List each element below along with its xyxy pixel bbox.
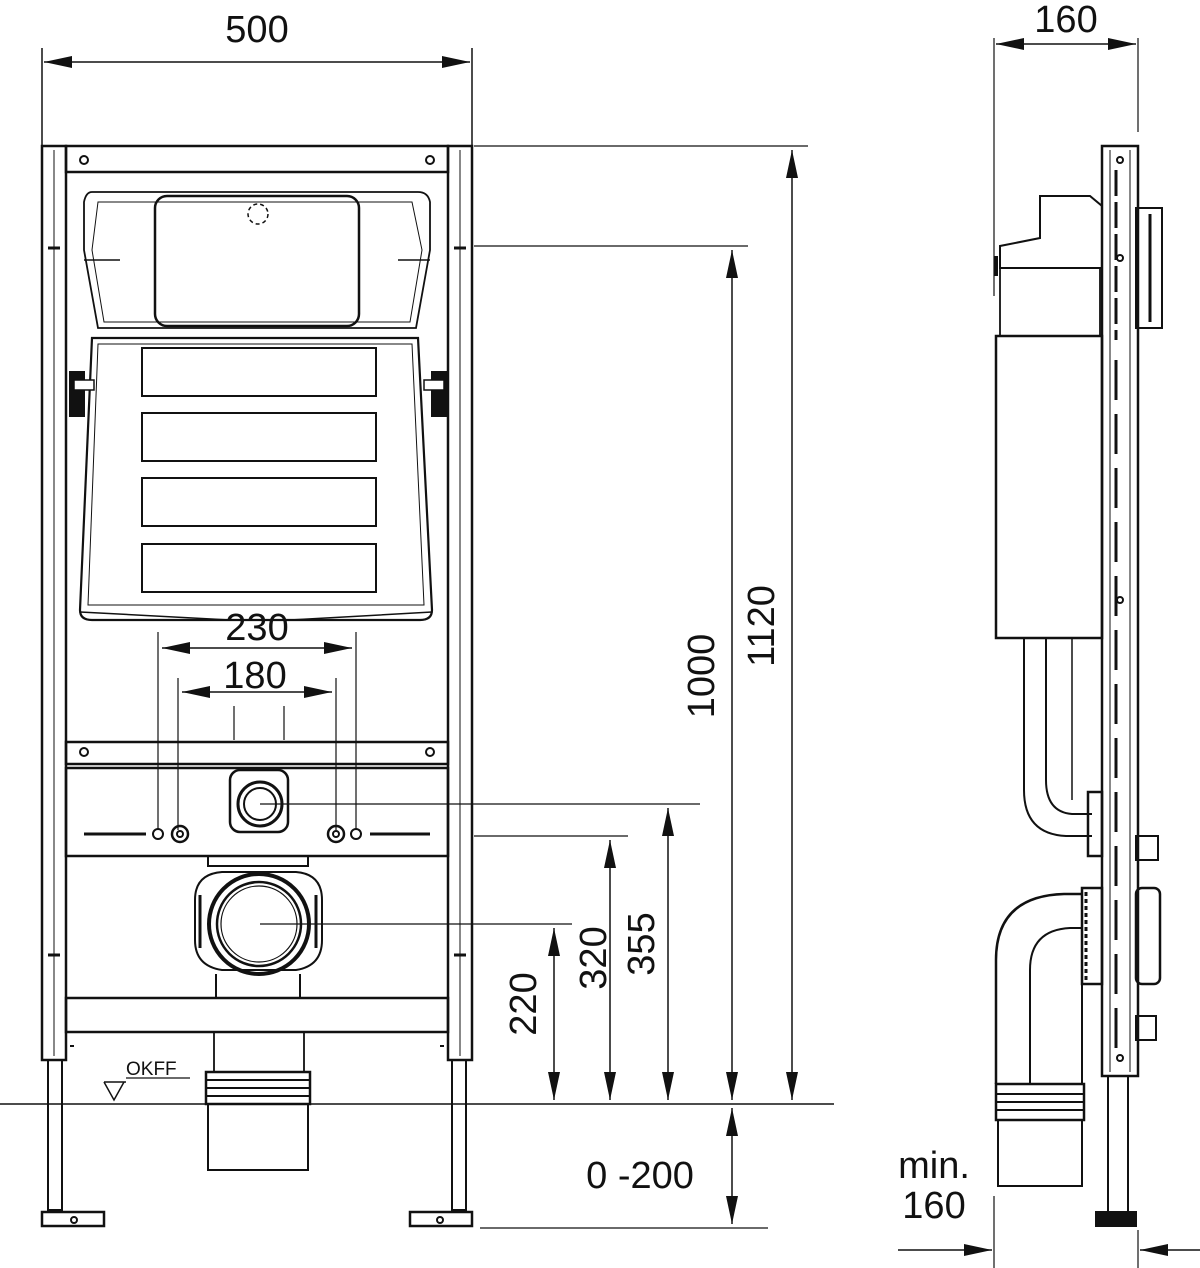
height-355-label: 355 xyxy=(621,912,663,975)
min-label-line2: 160 xyxy=(902,1185,965,1227)
cistern-side xyxy=(994,195,1104,640)
depth-label: 160 xyxy=(1034,0,1097,41)
height-1000-label: 1000 xyxy=(681,634,723,719)
height-1120-label: 1120 xyxy=(741,585,783,667)
front-view xyxy=(0,48,834,1229)
height-220-label: 220 xyxy=(503,972,545,1035)
pipe-spacing-outer-label: 230 xyxy=(225,607,288,649)
pipe-spacing-dimensions xyxy=(157,632,357,830)
flush-pipe-side xyxy=(1023,638,1104,858)
height-dimensions xyxy=(260,145,808,1229)
adjustable-legs xyxy=(40,1059,474,1228)
floor-label: OKFF xyxy=(126,1059,177,1080)
floor-level xyxy=(0,1077,834,1105)
width-dimension xyxy=(41,48,473,150)
top-crossbar xyxy=(64,144,450,174)
width-label: 500 xyxy=(225,9,288,51)
min-depth-dimension xyxy=(898,1196,1200,1268)
drain-connection xyxy=(194,855,323,998)
leg-adjust-label: 0 -200 xyxy=(586,1155,694,1197)
depth-dimension xyxy=(993,38,1139,296)
cistern xyxy=(69,191,447,622)
height-320-label: 320 xyxy=(573,926,615,989)
lower-crossbar xyxy=(64,996,450,1047)
mounting-rail xyxy=(1100,144,1163,1078)
side-leg xyxy=(1095,1075,1137,1227)
pipe-spacing-inner-label: 180 xyxy=(223,655,286,697)
frame-uprights xyxy=(40,144,474,1062)
drain-pipe xyxy=(204,1031,312,1171)
min-label-line1: min. xyxy=(898,1145,970,1187)
drain-elbow-side xyxy=(994,886,1162,1187)
middle-crossbar xyxy=(64,740,700,858)
side-view xyxy=(898,38,1200,1268)
